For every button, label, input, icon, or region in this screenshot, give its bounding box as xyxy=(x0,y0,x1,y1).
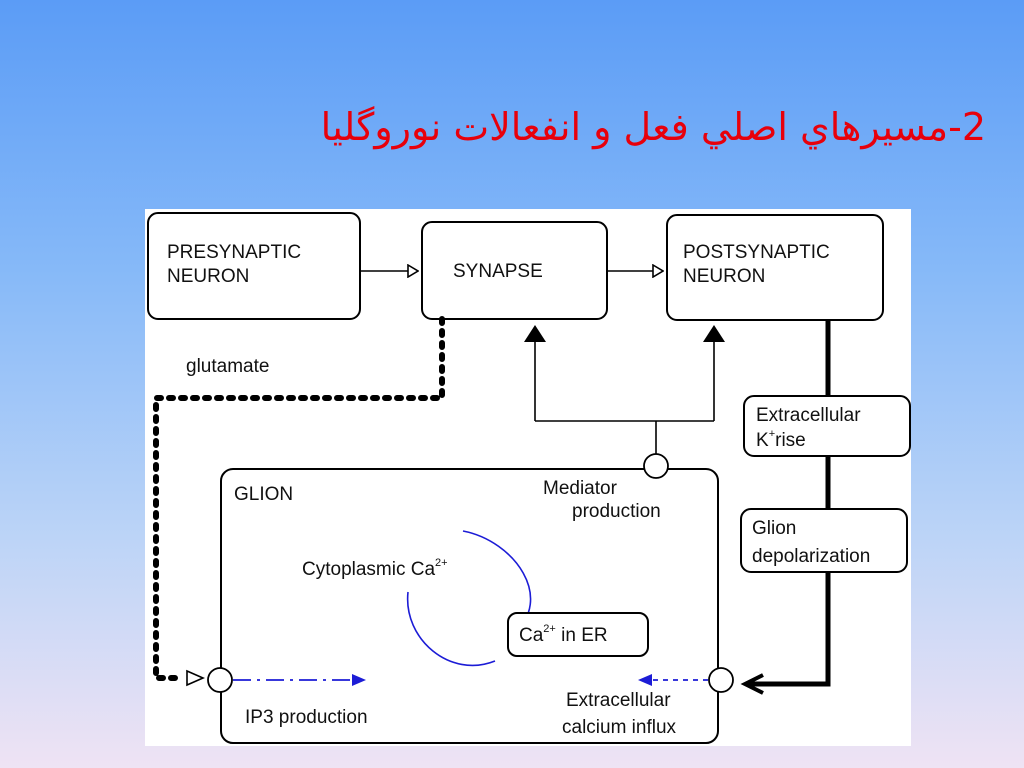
synapse-box: SYNAPSE xyxy=(421,221,608,320)
cytoplasmic-ca-label: Cytoplasmic Ca2+ xyxy=(302,557,448,580)
synapse-label: SYNAPSE xyxy=(453,261,543,282)
postsynaptic-neuron-box: POSTSYNAPTIC NEURON xyxy=(666,214,884,321)
glion-depol-label-line1: Glion xyxy=(752,518,796,539)
k-superscript: + xyxy=(769,428,775,440)
postsynaptic-label-line1: POSTSYNAPTIC xyxy=(683,242,830,263)
glutamate-label: glutamate xyxy=(186,356,269,377)
ip3-production-label: IP3 production xyxy=(245,707,368,728)
mediator-label-line2: production xyxy=(572,501,661,522)
mediator-label-line1: Mediator xyxy=(543,478,618,499)
presynaptic-neuron-box: PRESYNAPTIC NEURON xyxy=(147,212,361,320)
slide-title: 2-مسيرهاي اصلي فعل و انفعالات نوروگليا xyxy=(320,105,986,149)
postsynaptic-output-arrowhead xyxy=(740,673,764,695)
postsynaptic-label-line2: NEURON xyxy=(683,266,765,287)
ca-in-er-box: Ca2+ in ER xyxy=(507,612,649,657)
ca-er-rest: in ER xyxy=(556,625,608,646)
glion-label: GLION xyxy=(234,484,293,505)
postsynaptic-output-path xyxy=(748,320,831,687)
ca-er-superscript: 2+ xyxy=(543,623,556,635)
mediator-feedback-lines xyxy=(524,325,725,454)
arrow-up-to-postsynaptic xyxy=(703,325,725,342)
glion-box: GLION Mediator production xyxy=(220,468,719,744)
glion-depol-label-line2: depolarization xyxy=(752,546,870,567)
ca-in-er-label: Ca2+ in ER xyxy=(519,623,608,646)
presynaptic-label-line2: NEURON xyxy=(167,266,249,287)
cytoplasmic-ca-text: Cytoplasmic Ca xyxy=(302,559,435,580)
diagram-panel: PRESYNAPTIC NEURON SYNAPSE POSTSYNAPTIC … xyxy=(145,209,911,746)
k-rise-label-line2: K+rise xyxy=(756,428,806,451)
rise-label: rise xyxy=(775,430,806,451)
calcium-cycle-lower-arc xyxy=(406,591,496,667)
k-rise-label-line1: Extracellular xyxy=(756,405,861,426)
k-label: K xyxy=(756,430,769,451)
calcium-influx-label-line1: Extracellular xyxy=(566,690,671,711)
calcium-channel-circle xyxy=(708,667,734,693)
arrow-up-to-synapse xyxy=(524,325,546,342)
calcium-influx-label-line2: calcium influx xyxy=(562,717,677,738)
extracellular-k-rise-box: Extracellular K+rise xyxy=(743,395,911,457)
pathway-diagram: PRESYNAPTIC NEURON SYNAPSE POSTSYNAPTIC … xyxy=(147,212,911,744)
cytoplasmic-ca-superscript: 2+ xyxy=(435,557,448,569)
glutamate-receptor-circle xyxy=(207,667,233,693)
glutamate-arrowhead xyxy=(186,669,205,687)
ca-er-text: Ca xyxy=(519,625,544,646)
mediator-receptor-circle xyxy=(643,453,669,479)
glutamate-dotted-path xyxy=(153,316,445,681)
glion-depolarization-box: Glion depolarization xyxy=(740,508,908,573)
presynaptic-label-line1: PRESYNAPTIC xyxy=(167,242,301,263)
